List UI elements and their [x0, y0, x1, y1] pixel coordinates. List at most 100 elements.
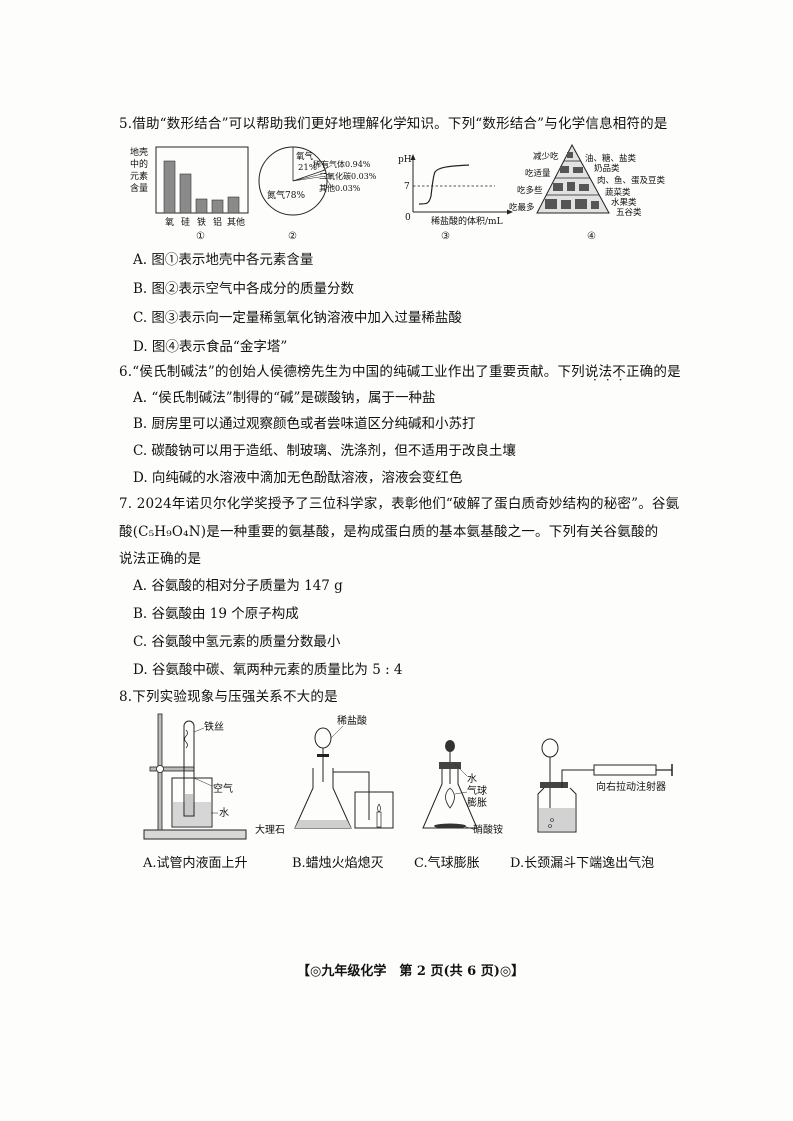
bubble — [548, 824, 552, 828]
fig3-x-arrow — [507, 209, 513, 215]
fig2-leader — [323, 172, 333, 177]
fig2-pie-divider — [292, 172, 327, 182]
funnel-stopcock — [317, 754, 329, 757]
fig4-right-label: 奶品类 — [594, 163, 620, 174]
fig4-left-label: 减少吃 — [533, 151, 559, 162]
q7-option-d: D. 谷氨酸中碳、氧两种元素的质量比为 5 : 4 — [133, 662, 403, 678]
clamp-screw — [156, 765, 164, 773]
fig4-food-item — [573, 167, 583, 173]
fig4-right-label: 蔬菜类 — [605, 187, 631, 198]
fig1-xtick: 铝 — [213, 216, 222, 228]
fig2-pie-divider — [292, 175, 327, 182]
beaker — [171, 777, 213, 828]
q7-option-b: B. 谷氨酸由 19 个原子构成 — [133, 606, 299, 622]
fig3-ylabel: pH — [398, 155, 412, 165]
fig3-y-arrow — [410, 154, 416, 160]
fig4-food-item — [545, 199, 557, 209]
caption-b: B.蜡烛火焰熄灭 — [292, 856, 384, 871]
label-water: 水 — [219, 807, 229, 819]
candle — [376, 811, 382, 828]
fig3-xlabel: 稀盐酸的体积/mL — [431, 215, 503, 227]
test-tube — [183, 726, 195, 817]
beaker-b — [354, 791, 394, 829]
q7-stem-line-2: 酸(C₅H₉O₄N)是一种重要的氨基酸，是构成蛋白质的基本氨基酸之一。下列有关谷… — [119, 524, 659, 540]
stopper — [439, 762, 461, 769]
fig1-ylabel-line: 含量 — [130, 182, 148, 194]
emphasis-dots: ··· — [593, 373, 632, 387]
label-pull-syringe: 向右拉动注射器 — [596, 780, 666, 793]
fig4-food-item — [553, 183, 563, 191]
fig4-food-item — [591, 201, 599, 209]
fig2-leader — [323, 175, 333, 188]
syringe — [593, 764, 657, 776]
wide-mouth-bottle — [537, 787, 577, 833]
fig1-bar — [227, 196, 240, 214]
leader-nitrate — [462, 825, 474, 830]
leader-balloon — [454, 791, 468, 795]
q6-option-d: D. 向纯碱的水溶液中滴加无色酚酞溶液，溶液会变红色 — [133, 470, 463, 486]
flame — [377, 803, 381, 813]
fig1-ylabel-line: 地壳 — [130, 146, 148, 158]
fig4-left-label: 吃最多 — [509, 202, 535, 213]
fig2-label-nitrogen: 氮气78% — [267, 189, 305, 201]
fig1-ylabel-line: 元素 — [130, 170, 148, 182]
fig4-right-label: 油、糖、盐类 — [585, 153, 637, 164]
fig2-pie-chart: 氧气 21% 稀有气体0.94% 二氧化碳0.03% 其他0.03% 氮气78%… — [258, 146, 377, 242]
q5-stem: 5.借助“数形结合”可以帮助我们更好地理解化学知识。下列“数形结合”与化学信息相… — [119, 116, 668, 132]
label-dilute-hcl: 稀盐酸 — [337, 714, 367, 727]
label-iron-wire: 铁丝 — [204, 720, 224, 733]
fig3-number: ③ — [441, 231, 450, 242]
label-water-c: 水 — [467, 773, 477, 785]
fig1-bar — [195, 198, 208, 214]
bottle-water — [539, 808, 575, 831]
q5-option-a: A. 图①表示地壳中各元素含量 — [133, 252, 314, 268]
delivery-tube — [333, 771, 370, 820]
fig4-food-item — [579, 184, 589, 191]
fig4-food-item — [575, 199, 587, 209]
fig4-left-label: 吃适量 — [525, 168, 551, 179]
bottle-stopper — [540, 782, 568, 788]
apparatus-b: 稀盐酸 大理石 — [255, 714, 394, 836]
leader-iron — [193, 727, 205, 733]
fig1-bar — [163, 160, 176, 214]
fig4-food-item — [567, 182, 575, 191]
fig2-label-co2: 二氧化碳0.03% — [319, 171, 377, 181]
fig4-food-items — [545, 152, 599, 209]
iron-wire — [184, 729, 188, 749]
flask-contents — [295, 820, 351, 828]
ammonium-nitrate — [434, 823, 466, 829]
fig1-bar — [179, 173, 192, 214]
fig4-food-item — [561, 200, 571, 209]
q7-stem-line-1: 7. 2024年诺贝尔化学奖授予了三位科学家，表彰他们“破解了蛋白质奇妙结构的秘… — [119, 496, 680, 512]
fig1-number: ① — [196, 231, 205, 242]
fig4-pyramid — [536, 143, 610, 214]
fig3-ph-chart: pH 7 0 稀盐酸的体积/mL ③ — [398, 154, 513, 242]
fig1-ylabel-line: 中的 — [130, 158, 148, 170]
caption-c: C.气球膨胀 — [414, 856, 480, 871]
fig4-right-label: 肉、鱼、蛋及豆类 — [597, 175, 665, 186]
label-expand: 膨胀 — [467, 796, 487, 809]
fig1-xtick: 氧 — [165, 216, 174, 228]
q5-option-b: B. 图②表示空气中各成分的质量分数 — [133, 281, 355, 297]
leader-hcl — [330, 725, 344, 739]
long-neck-funnel — [541, 738, 559, 758]
fig2-label-oxygen: 氧气 — [296, 151, 314, 162]
fig2-label-oxygen-pct: 21% — [298, 163, 317, 173]
fig4-food-item — [560, 166, 569, 173]
q5-option-d: D. 图④表示食品“金字塔” — [133, 339, 288, 355]
fig1-xtick: 其他 — [227, 216, 245, 228]
fig4-food-pyramid: 减少吃 吃适量 吃多些 吃最多 油、糖、盐类 奶品类 肉、鱼、蛋及豆类 蔬菜类 … — [509, 143, 665, 242]
stand-base — [143, 829, 247, 840]
apparatus-d: 向右拉动注射器 — [537, 738, 673, 833]
fig4-right-label: 五谷类 — [616, 207, 642, 218]
fig1-bar — [211, 199, 224, 214]
q6-option-c: C. 碳酸钠可以用于造纸、制玻璃、洗涤剂，但不适用于改良土壤 — [133, 443, 516, 459]
balloon — [445, 787, 455, 809]
tube-water — [185, 794, 193, 815]
caption-d: D.长颈漏斗下端逸出气泡 — [510, 856, 655, 871]
fig2-label-other: 其他0.03% — [319, 183, 361, 193]
fig1-bar-chart: 地壳 中的 元素 含量 氧 硅 铁 铝 其他 ① — [130, 146, 249, 242]
q6-stem: 6.“侯氏制碱法”的创始人侯德榜先生为中国的纯碱工业作出了重要贡献。下列说法不正… — [119, 364, 681, 380]
q7-option-a: A. 谷氨酸的相对分子质量为 147 g — [133, 578, 343, 594]
label-air: 空气 — [213, 782, 233, 795]
